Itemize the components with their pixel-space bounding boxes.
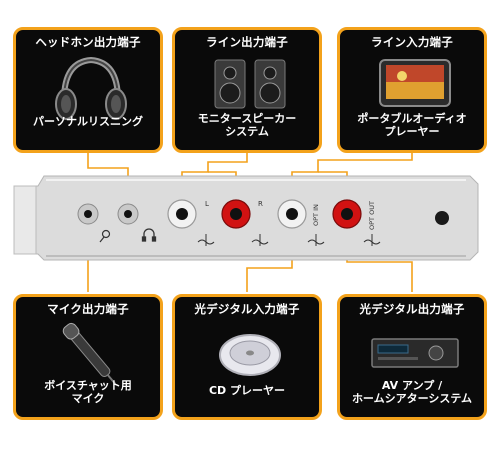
optical-in-caption: CD プレーヤー	[208, 384, 286, 397]
mic-title: マイク出力端子	[47, 302, 129, 316]
sound-card-bracket: L R OPT IN OPT OUT	[13, 175, 479, 261]
headphones-image	[55, 56, 127, 120]
mic-caption-1: ボイスチャット用	[44, 379, 132, 392]
audio-player-image	[379, 59, 451, 107]
headphone-symbol-icon	[141, 228, 157, 242]
callout-mic: マイク出力端子 ボイスチャット用 マイク	[13, 294, 163, 420]
line-in-caption-1: ポータブルオーディオ	[357, 112, 467, 125]
mic-symbol-icon	[99, 229, 111, 243]
av-amplifier-image	[371, 338, 459, 368]
line-out-caption: モニタースピーカー システム	[179, 112, 315, 138]
label-opt-out: OPT OUT	[368, 201, 376, 230]
label-opt-in: OPT IN	[312, 204, 320, 226]
headphone-caption: パーソナルリスニング	[33, 115, 143, 128]
label-r: R	[258, 200, 263, 208]
label-l: L	[205, 200, 209, 208]
callout-optical-out: 光デジタル出力端子 AV アンプ / ホームシアターシステム	[337, 294, 487, 420]
mic-caption-2: マイク	[71, 392, 105, 405]
line-out-caption-2: システム	[225, 125, 269, 138]
callout-line-out: ライン出力端子 モニタースピーカー システム	[172, 27, 322, 153]
callout-optical-in: 光デジタル入力端子 CD プレーヤー	[172, 294, 322, 420]
speakers-image	[214, 59, 286, 109]
optical-in-title: 光デジタル入力端子	[194, 302, 300, 316]
line-out-caption-1: モニタースピーカー	[197, 112, 297, 125]
optical-out-caption: AV アンプ / ホームシアターシステム	[344, 379, 480, 405]
callout-line-in: ライン入力端子 ポータブルオーディオ プレーヤー	[337, 27, 487, 153]
optical-out-caption-2: ホームシアターシステム	[351, 392, 473, 405]
cd-player-image	[219, 334, 281, 376]
line-out-title: ライン出力端子	[206, 35, 288, 49]
line-in-title: ライン入力端子	[371, 35, 453, 49]
line-in-caption: ポータブルオーディオ プレーヤー	[344, 112, 480, 138]
optical-out-caption-1: AV アンプ /	[381, 379, 443, 392]
callout-headphone: ヘッドホン出力端子 パーソナルリスニング	[13, 27, 163, 153]
headphone-title: ヘッドホン出力端子	[35, 35, 141, 49]
mounting-hole	[435, 211, 449, 225]
optical-out-title: 光デジタル出力端子	[359, 302, 465, 316]
line-in-caption-2: プレーヤー	[384, 125, 440, 138]
mic-caption: ボイスチャット用 マイク	[20, 379, 156, 405]
microphone-image	[62, 322, 117, 385]
